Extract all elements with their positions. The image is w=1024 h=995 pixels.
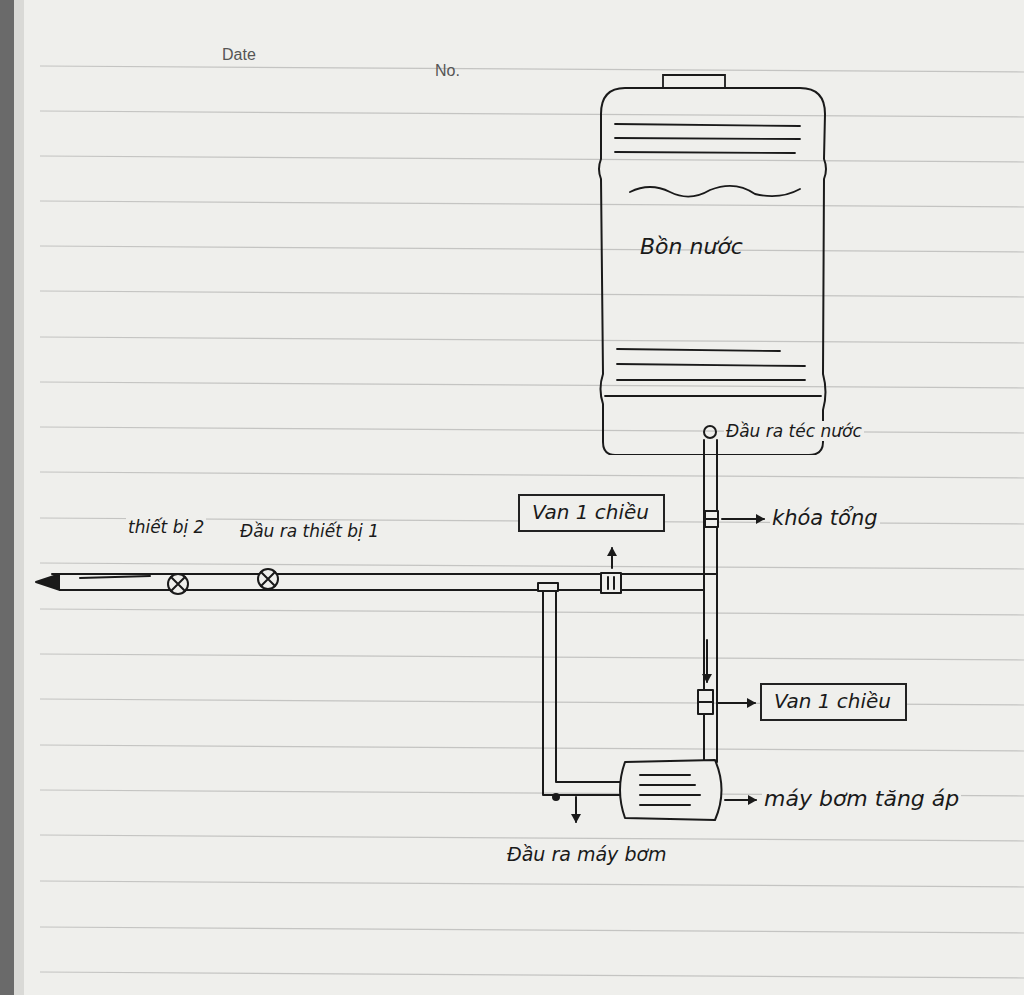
leader-arrow — [722, 518, 764, 520]
tank-outline — [595, 74, 828, 455]
check-valve-box: Van 1 chiều — [518, 494, 665, 532]
device-label: Đầu ra thiết bị 1 — [238, 521, 381, 541]
tank-outline — [605, 395, 821, 397]
header-field: Date — [220, 46, 258, 64]
valve-label: khóa tổng — [770, 506, 880, 530]
pipe-joint — [553, 794, 559, 800]
tank-outlet — [704, 426, 716, 438]
binding-edge — [0, 0, 14, 995]
pump-label: máy bơm tăng áp — [762, 786, 961, 811]
check-valve — [698, 690, 713, 714]
pipe-end-arrow — [36, 574, 60, 590]
check-valve — [608, 577, 614, 589]
leader-arrow — [718, 702, 755, 704]
check-valve-box: Van 1 chiều — [760, 683, 907, 721]
tank-outline — [630, 186, 800, 197]
tank-outline — [599, 88, 826, 455]
tank-outline — [615, 124, 800, 153]
flow-arrow — [80, 576, 150, 578]
node-text: Van 1 chiều — [774, 689, 893, 713]
device-outlet — [261, 572, 275, 586]
check-valve — [601, 573, 621, 593]
pump-outlet-pipe — [543, 591, 620, 795]
leader-arrow — [611, 548, 613, 568]
ruled-lines — [40, 66, 1024, 978]
outlet-label: Đầu ra téc nước — [724, 421, 864, 441]
booster-pump — [620, 760, 722, 820]
device-outlet — [171, 577, 185, 591]
outlet-arrow — [575, 797, 577, 822]
tank-outline — [617, 349, 805, 380]
flow-arrow — [706, 640, 708, 682]
check-valve — [698, 701, 713, 703]
outlet-label: Đầu ra máy bơm — [505, 843, 669, 865]
water-tank: Bồn nước — [595, 74, 828, 455]
main-valve — [705, 511, 718, 527]
node-text: Bồn nước — [640, 234, 743, 259]
leader-arrow — [725, 799, 756, 801]
node-text: Van 1 chiều — [532, 500, 651, 524]
booster-pump — [640, 775, 700, 805]
device-outlet — [168, 574, 188, 594]
device-label: thiết bị 2 — [126, 517, 206, 537]
header-field: No. — [433, 62, 462, 80]
main-valve — [705, 518, 718, 520]
device-outlet — [258, 569, 278, 589]
tank-outline — [663, 75, 725, 87]
pipe-junction — [538, 583, 558, 591]
binding-shadow — [14, 0, 24, 995]
